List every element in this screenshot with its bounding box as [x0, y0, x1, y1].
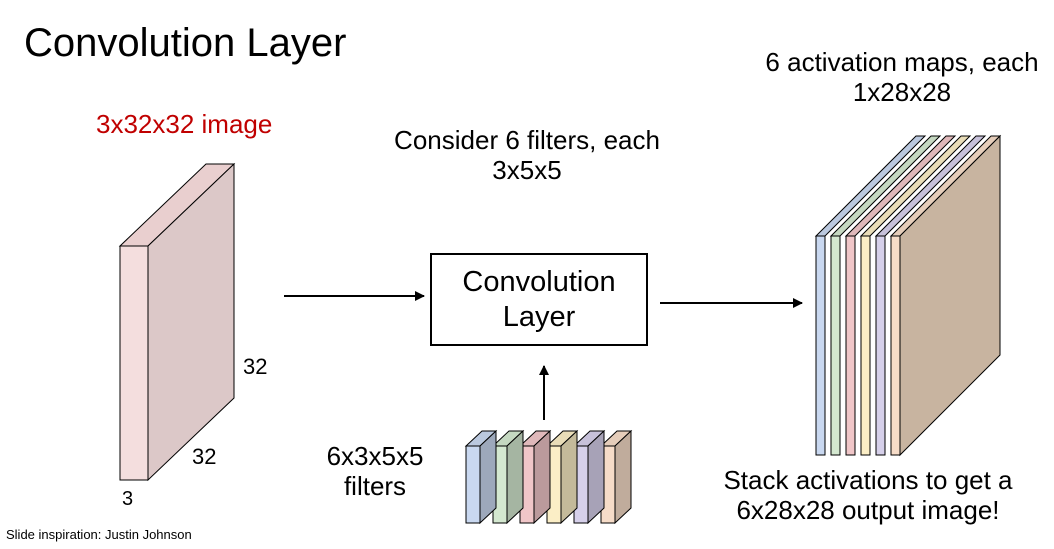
conv-box-line-2: Layer	[502, 300, 576, 333]
filters-shape-label: 6x3x5x5 filters	[326, 441, 424, 501]
input-volume	[118, 162, 236, 482]
input-depth-label: 3	[122, 488, 134, 510]
convolution-layer-box: Convolution Layer	[430, 253, 648, 346]
filter-1-side	[479, 429, 497, 525]
filter-bank	[464, 429, 633, 525]
filter-3-side	[533, 429, 551, 525]
filter-5-side	[587, 429, 605, 525]
input-width-label: 32	[192, 444, 217, 469]
activation-map-2-front	[830, 235, 841, 456]
stack-activations-note: Stack activations to get a 6x28x28 outpu…	[723, 465, 1013, 525]
activation-map-1-front	[815, 235, 826, 456]
filter-4-side	[560, 429, 578, 525]
input-image-label: 3x32x32 image	[96, 109, 273, 139]
slide-title: Convolution Layer	[24, 21, 347, 65]
activation-stack	[814, 134, 1002, 457]
activation-maps-label: 6 activation maps, each 1x28x28	[765, 47, 1039, 107]
filter-6-side	[614, 429, 632, 525]
conv-box-line-1: Convolution	[462, 265, 616, 298]
activation-map-3-front	[845, 235, 856, 456]
activation-map-5-front	[875, 235, 886, 456]
filters-note: Consider 6 filters, each 3x5x5	[394, 125, 660, 185]
slide-credit: Slide inspiration: Justin Johnson	[6, 527, 192, 542]
input-height-label: 32	[243, 354, 268, 379]
input-volume-front	[119, 245, 149, 481]
filter-2-side	[506, 429, 524, 525]
filter-1-front	[465, 445, 481, 524]
activation-map-4-front	[860, 235, 871, 456]
activation-map-6-front	[890, 235, 901, 456]
